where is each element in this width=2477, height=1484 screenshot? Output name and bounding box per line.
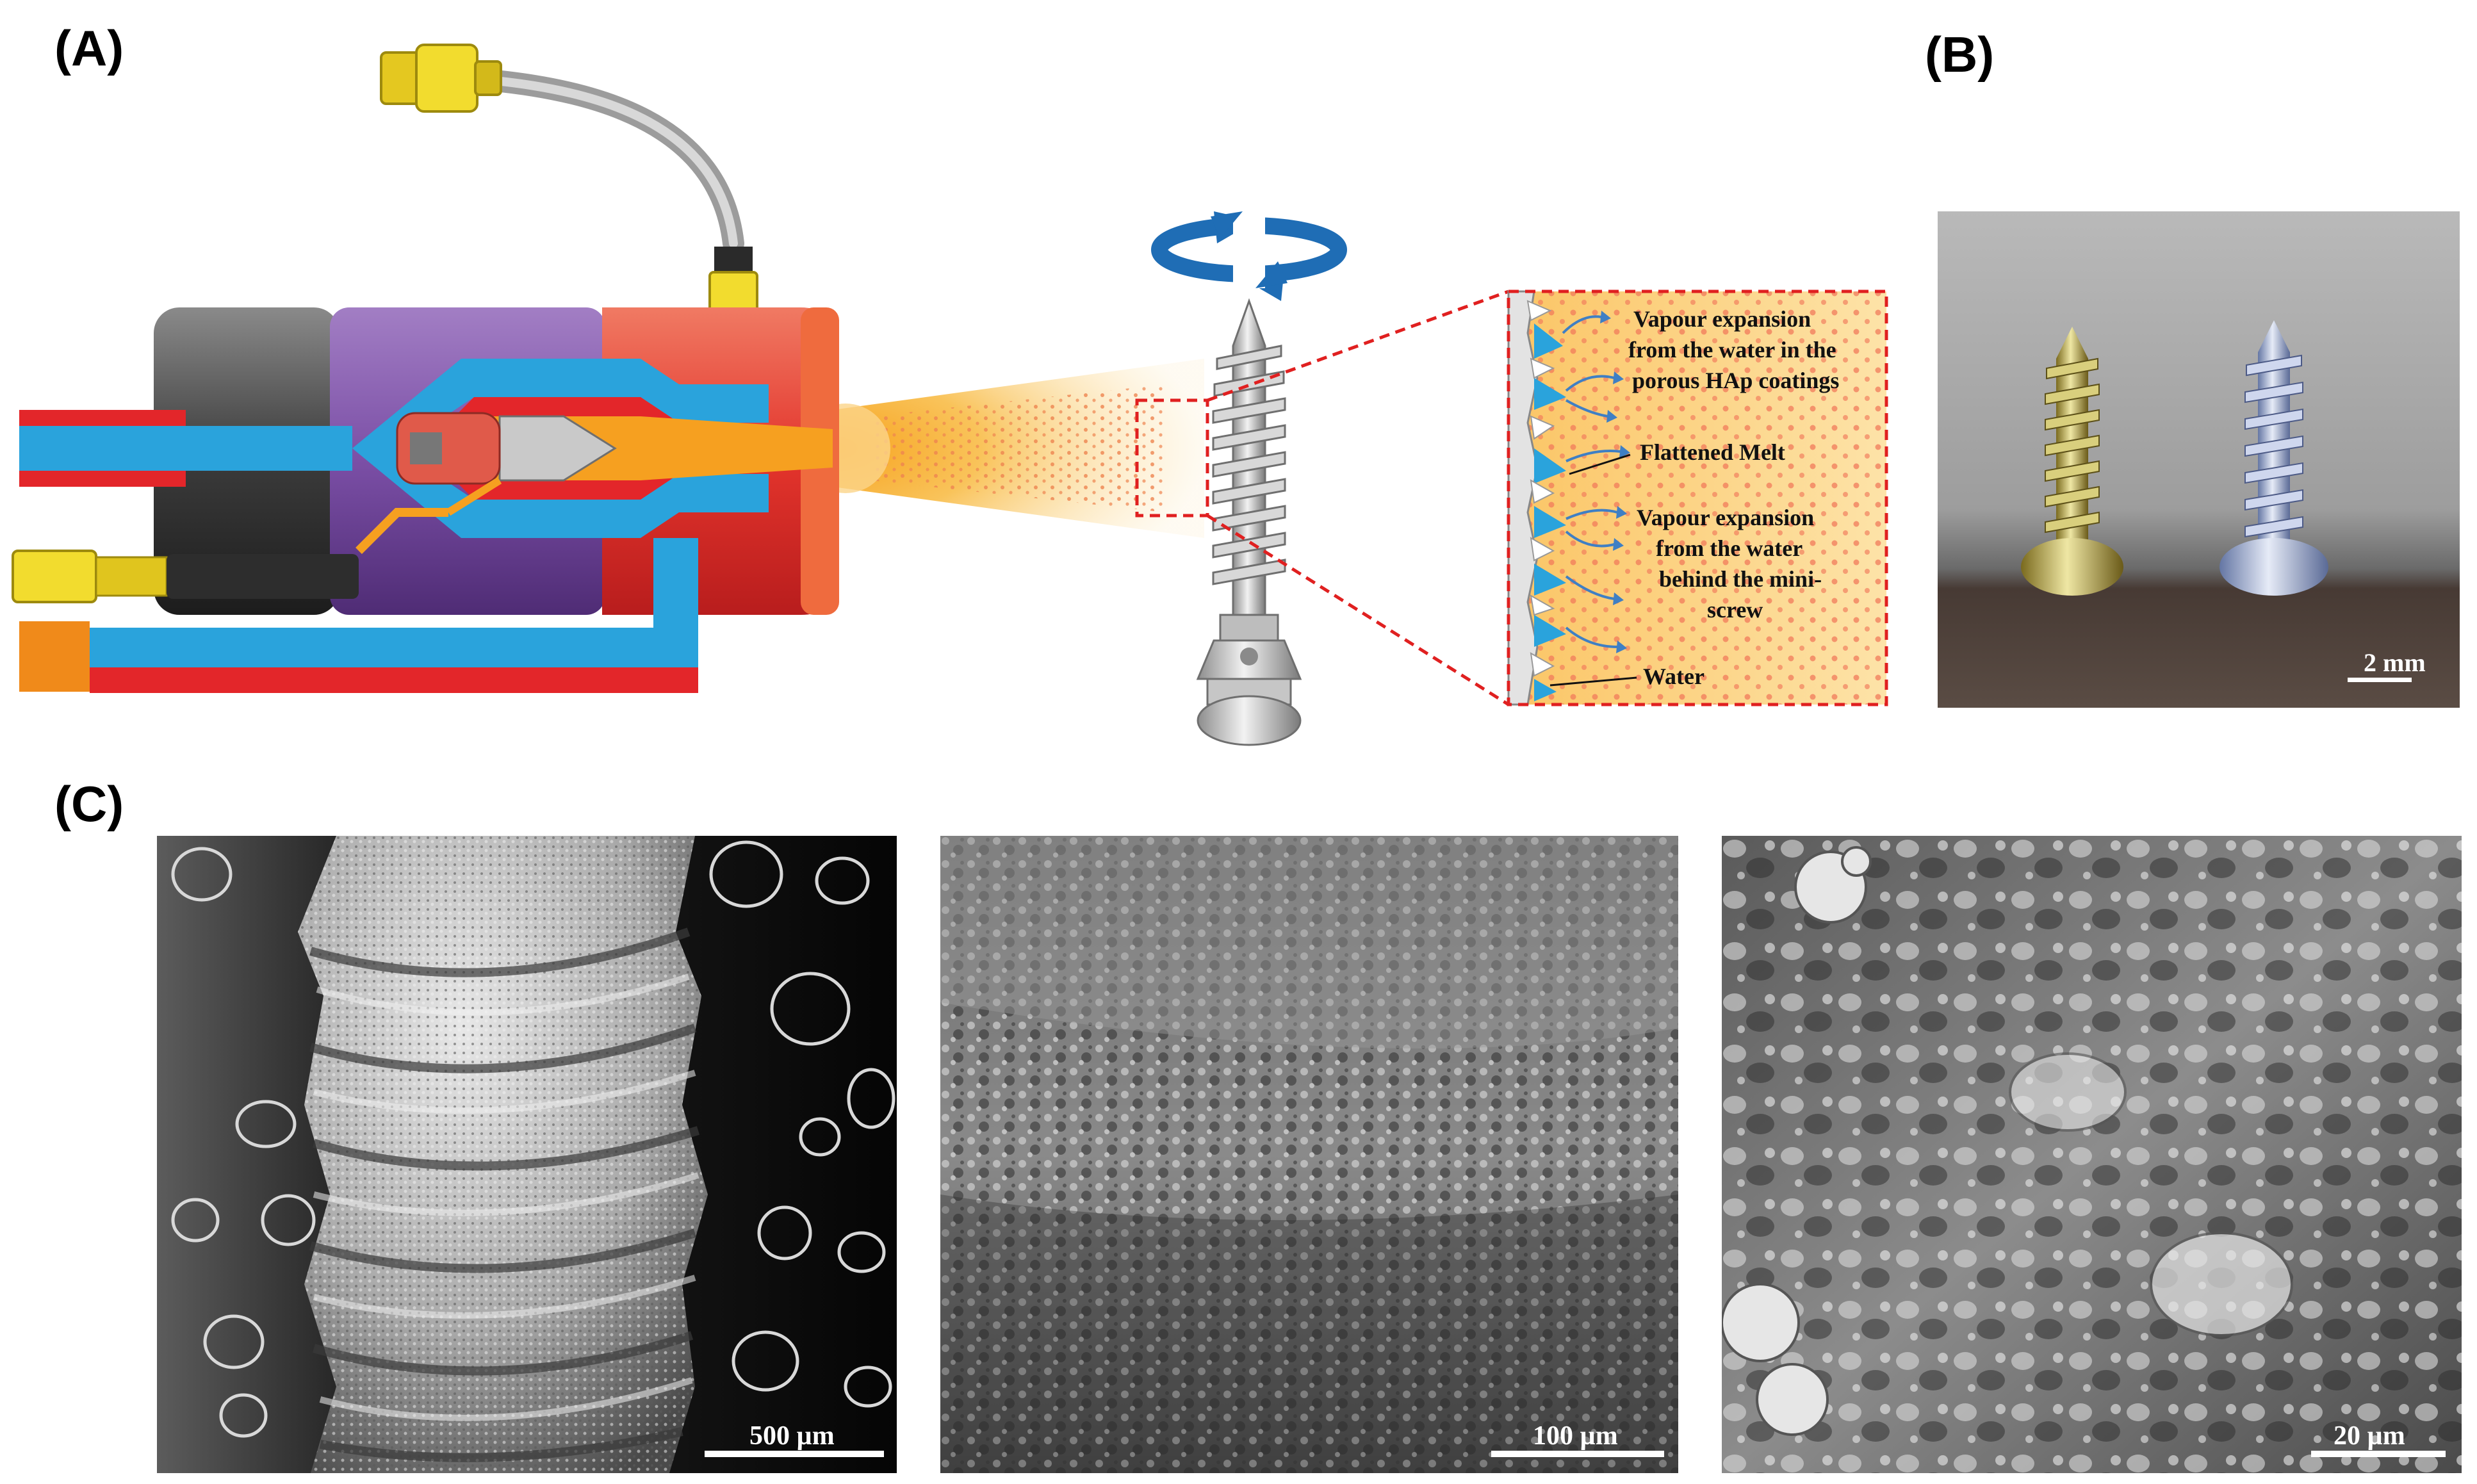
plasma-spray-schematic: Vapour expansion from the water in the p… [12, 44, 1888, 746]
label-vapour-porous-line3: porous HAp coatings [1632, 368, 1839, 393]
spray-particles [871, 384, 1166, 512]
label-vapour-behind-line3: behind the mini- [1659, 566, 1822, 592]
cooling-channel-upper [352, 359, 769, 448]
coated-screw-threads [298, 836, 708, 1473]
sem1-scale-bar [705, 1451, 884, 1457]
screws-photograph: 2 mm [1938, 211, 2460, 708]
sem2-scale-bar [1491, 1451, 1664, 1457]
sem-image-high-magnification: 20 µm [1722, 836, 2462, 1473]
label-vapour-behind-line2: from the water [1656, 535, 1803, 561]
sem1-scale-label: 500 µm [749, 1421, 835, 1451]
label-flattened-melt: Flattened Melt [1640, 439, 1785, 465]
panel-label-a: (A) [54, 20, 124, 76]
panel-label-c: (C) [54, 776, 124, 832]
zoom-region-marker [1135, 398, 1209, 518]
coating-top-region [940, 836, 1678, 1048]
hose-connector [415, 44, 478, 113]
sem3-scale-label: 20 µm [2334, 1421, 2405, 1451]
cooling-channel-lower [352, 448, 769, 538]
uncoated-screw [2021, 327, 2123, 596]
coating-porous-region [940, 1195, 1678, 1473]
label-water: Water [1643, 664, 1704, 689]
gas-inlet-tube [167, 554, 359, 599]
water-outlet-fitting [19, 621, 90, 692]
label-vapour-behind-line1: Vapour expansion [1637, 505, 1814, 530]
water-inlet-channel [19, 426, 352, 471]
photo-scale-bar [2348, 678, 2412, 682]
coated-screw [2219, 320, 2328, 596]
zoom-inset: Vapour expansion from the water in the p… [1507, 289, 1888, 706]
photo-scale-label: 2 mm [2364, 648, 2426, 677]
substrate-pores [171, 840, 895, 1438]
sem3-scale-bar [2311, 1451, 2446, 1457]
label-vapour-behind-line4: screw [1707, 597, 1763, 623]
sem-image-medium-magnification: 100 µm [940, 836, 1678, 1473]
melted-splats [1722, 846, 2293, 1436]
rotation-arrow-icon [1151, 211, 1347, 301]
sem2-scale-label: 100 µm [1533, 1421, 1618, 1451]
gas-inlet-fitting [12, 550, 97, 603]
sem-image-low-magnification: 500 µm [157, 836, 897, 1473]
label-vapour-porous-line2: from the water in the [1628, 337, 1836, 363]
panel-label-b: (B) [1925, 26, 1995, 83]
cathode-holder [396, 412, 501, 485]
mini-screw-illustration [1196, 298, 1302, 746]
water-outlet-channel [90, 628, 698, 667]
label-vapour-porous-line1: Vapour expansion [1633, 306, 1811, 332]
